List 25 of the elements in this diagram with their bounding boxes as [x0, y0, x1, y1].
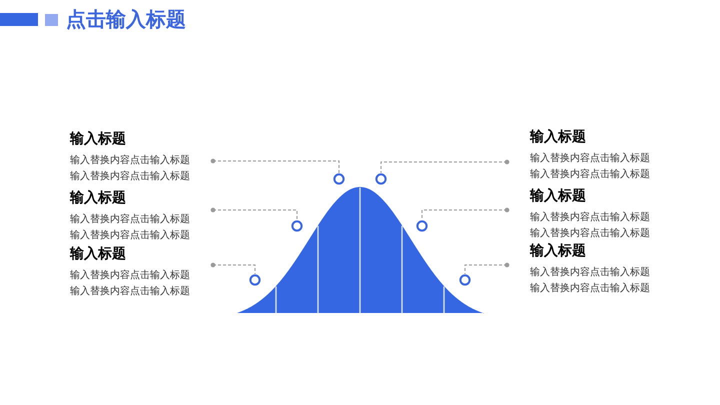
heading: 输入标题	[70, 245, 127, 263]
leader-line	[422, 208, 510, 220]
body-text: 输入替换内容点击输入标题输入替换内容点击输入标题	[70, 154, 191, 184]
leader-line	[380, 160, 510, 174]
ring-icon	[375, 173, 387, 185]
leader-line	[210, 158, 340, 174]
heading: 输入标题	[70, 130, 127, 148]
body-text: 输入替换内容点击输入标题输入替换内容点击输入标题	[530, 210, 651, 240]
body-text: 输入替换内容点击输入标题输入替换内容点击输入标题	[530, 266, 651, 296]
heading: 输入标题	[530, 242, 587, 260]
ring-icon	[416, 220, 428, 232]
ring-icon	[249, 274, 261, 286]
body-text: 输入替换内容点击输入标题输入替换内容点击输入标题	[70, 212, 191, 242]
heading: 输入标题	[530, 128, 587, 146]
ring-icon	[291, 220, 303, 232]
leader-line	[210, 208, 298, 220]
leader-line	[210, 262, 256, 274]
title: 点击输入标题	[66, 6, 186, 32]
leader-line	[464, 262, 510, 274]
ring-icon	[459, 274, 471, 286]
body-text: 输入替换内容点击输入标题输入替换内容点击输入标题	[70, 268, 191, 298]
heading: 输入标题	[530, 187, 587, 205]
body-text: 输入替换内容点击输入标题输入替换内容点击输入标题	[530, 152, 651, 182]
heading: 输入标题	[70, 189, 127, 207]
ring-icon	[333, 173, 345, 185]
